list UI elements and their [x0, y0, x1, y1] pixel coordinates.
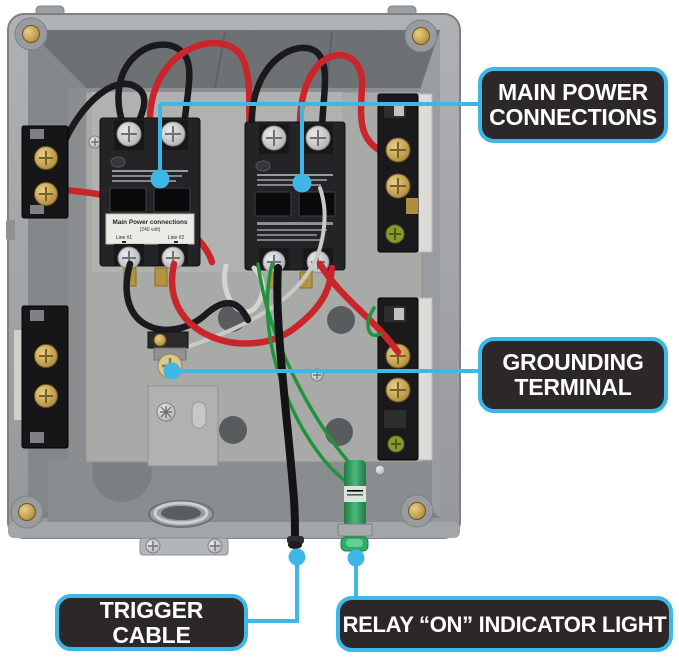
black-wire: [115, 41, 193, 132]
dot-main-power-left: [150, 169, 170, 189]
side-clip: [6, 220, 15, 240]
callout-grounding-line2: TERMINAL: [514, 374, 632, 400]
callout-main-power-line2: CONNECTIONS: [489, 104, 657, 130]
sticker-line2: Line #2: [168, 235, 185, 241]
contact-window: [153, 187, 191, 213]
red-wire: [296, 52, 396, 160]
terminal-block-right-top: [377, 93, 433, 253]
dot-trigger: [288, 548, 306, 566]
contact-window: [254, 191, 292, 217]
leader-trigger: [246, 560, 299, 623]
green-wire: [256, 262, 354, 468]
dot-main-power-right: [292, 173, 312, 193]
trigger-cable-exit: [287, 536, 304, 549]
main-power-sticker: Main Power connections (240 volt) Line #…: [105, 213, 195, 245]
dot-grounding: [163, 362, 181, 380]
callout-relay-label: RELAY “ON” INDICATOR LIGHT: [342, 611, 667, 637]
contact-window: [298, 191, 336, 217]
spade-lug: [299, 271, 313, 289]
callout-trigger-label: TRIGGER CABLE: [99, 596, 204, 648]
leader-lines: [158, 102, 480, 623]
callout-main-power-line1: MAIN POWER: [497, 79, 649, 105]
indicator-light: [337, 460, 373, 552]
contactor-left: Main Power connections (240 volt) Line #…: [99, 117, 201, 287]
bottom-wires: [123, 186, 402, 540]
contact-window: [109, 187, 147, 213]
braided-ground-wire: [170, 186, 327, 354]
sub-bracket: [147, 385, 219, 467]
red-wire: [316, 260, 402, 356]
trigger-cable: [273, 264, 299, 540]
leader-dots: [150, 169, 365, 567]
sticker-line1: Line #1: [116, 235, 133, 241]
contactor-right: [244, 121, 346, 289]
plate-screw: [88, 135, 102, 149]
inner-wall-top: [28, 30, 440, 90]
callout-trigger-cable: TRIGGER CABLE: [55, 594, 248, 651]
callout-grounding-line1: GROUNDING: [502, 349, 644, 375]
sticker-subtitle: (240 volt): [140, 227, 161, 233]
terminal-block-left-bottom: [14, 305, 69, 449]
conduit-gland: [139, 500, 229, 556]
black-wire: [248, 44, 329, 136]
bottom-rim: [8, 522, 460, 538]
corner-screws: [10, 17, 438, 529]
gland-bracket: [139, 537, 229, 556]
terminal-block-right-bottom: [377, 297, 433, 461]
red-wire: [146, 39, 254, 134]
callout-relay-indicator-light: RELAY “ON” INDICATOR LIGHT: [336, 596, 673, 652]
callout-grounding-terminal: GROUNDING TERMINAL: [478, 337, 668, 413]
green-wire: [366, 306, 382, 338]
sticker-title: Main Power connections: [113, 219, 188, 226]
black-wire: [56, 80, 148, 156]
top-wires: [56, 39, 396, 266]
callout-main-power-connections: MAIN POWER CONNECTIONS: [478, 67, 668, 143]
spade-lug: [154, 267, 168, 287]
dot-relay: [347, 549, 365, 567]
terminal-block-left-top: [21, 125, 69, 219]
